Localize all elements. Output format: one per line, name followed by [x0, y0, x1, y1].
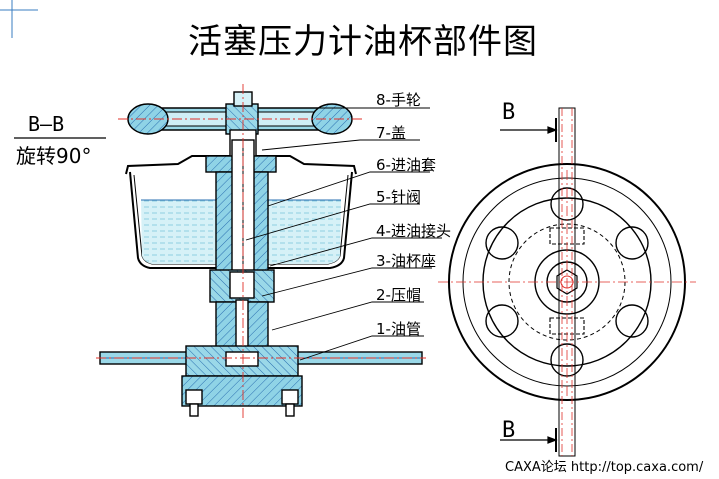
section-rotation: 旋转90° [16, 144, 92, 168]
part-label-lid: 7-盖 [376, 124, 406, 142]
corner-mark [0, 0, 38, 38]
footer-credit: CAXA论坛 http://top.caxa.com/ [505, 460, 704, 475]
part-label-inlet-sleeve: 6-进油套 [376, 156, 436, 174]
part-label-cap-nut: 2-压帽 [376, 286, 421, 304]
section-view [96, 84, 442, 420]
handwheel [127, 91, 353, 135]
leader-lines [245, 107, 442, 361]
part-label-needle-valve: 5-针阀 [376, 188, 421, 206]
b-view-pipe [438, 107, 696, 457]
section-name: B—B [28, 112, 65, 136]
b-view [438, 107, 696, 457]
view-mark-bottom: B [502, 418, 516, 443]
view-mark-top: B [502, 100, 516, 125]
part-label-inlet-joint: 4-进油接头 [376, 222, 451, 240]
drawing-title: 活塞压力计油杯部件图 [188, 22, 538, 62]
section-centerlines [96, 84, 426, 420]
valve-column [181, 129, 303, 407]
wheel-holes [485, 187, 649, 377]
part-label-cup-seat: 3-油杯座 [376, 252, 436, 270]
base-bolts [185, 389, 299, 417]
part-label-oil-pipe: 1-油管 [376, 320, 421, 338]
section-arrows [500, 118, 558, 452]
part-label-handwheel: 8-手轮 [376, 91, 421, 109]
